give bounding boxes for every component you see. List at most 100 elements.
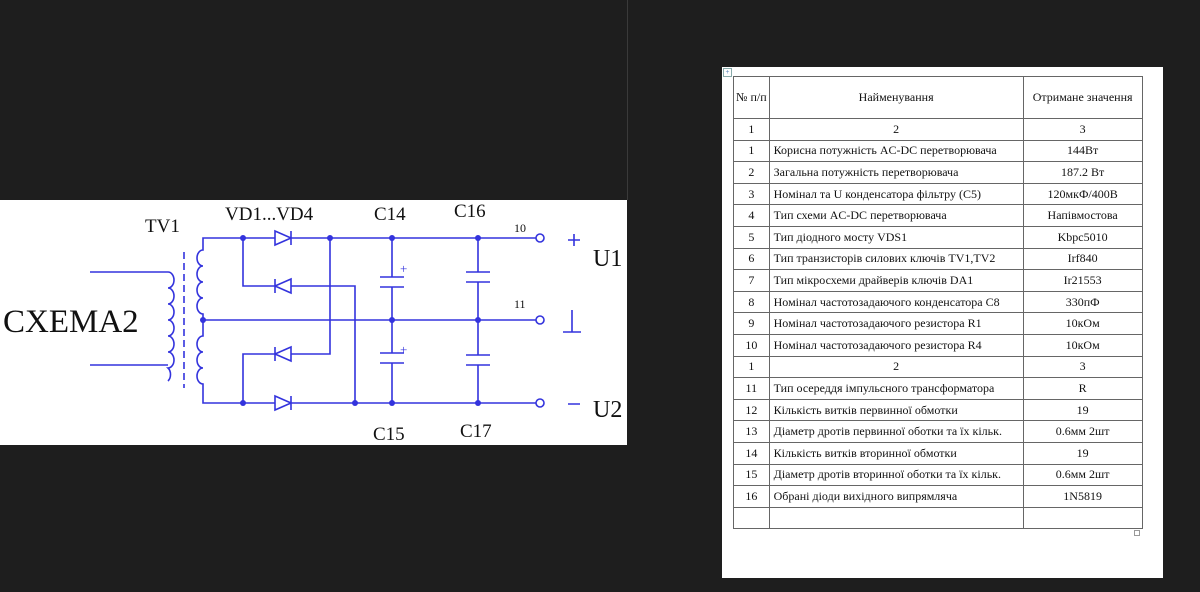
row-number: 7: [733, 269, 770, 292]
row-number: 16: [733, 485, 770, 508]
pin-10-label: 10: [514, 221, 526, 235]
row-name: Тип схеми AC-DC перетворювача: [768, 204, 1024, 227]
row-number: 5: [733, 225, 770, 249]
scheme-label: CXEMA2: [3, 304, 139, 340]
diode-icon: [274, 229, 293, 247]
row-number: 14: [733, 441, 770, 465]
row-number: 2: [733, 161, 770, 184]
c14-label: C14: [374, 204, 406, 225]
row-number: 1: [733, 139, 770, 163]
col-number: 2: [768, 355, 1024, 379]
empty-row: [733, 506, 1143, 530]
row-value: 1N5819: [1022, 485, 1143, 508]
header-num: № п/п: [733, 76, 770, 119]
row-value: 19: [1022, 398, 1143, 422]
table-move-handle-icon[interactable]: +: [723, 68, 732, 77]
terminal-11: [535, 315, 545, 325]
secondary-winding: [196, 237, 243, 404]
row-name: Діаметр дротів первинної оботки та їх кі…: [768, 420, 1024, 443]
row-name: Номінал частотозадаючого конденсатора C8: [768, 290, 1024, 314]
row-name: Номінал частотозадаючого резистора R1: [768, 312, 1024, 335]
row-value: 0.6мм 2шт: [1022, 420, 1143, 443]
electrolytic-caps: [380, 276, 404, 364]
junction-dots: [200, 235, 481, 406]
row-value: R: [1022, 377, 1143, 400]
diodes-label: VD1...VD4: [225, 204, 314, 225]
u2-label: U2: [593, 397, 622, 423]
column-number-row: 1 2 3: [733, 355, 1143, 379]
diodes: [273, 229, 545, 412]
row-name: Тип мікросхеми драйверів ключів DA1: [768, 269, 1024, 292]
row-name: Тип осереддя імпульсного трансформатора: [768, 377, 1024, 400]
col-number: 3: [1022, 118, 1143, 141]
row-name: Тип транзисторів силових ключів TV1,TV2: [768, 247, 1024, 271]
row-number: 4: [733, 204, 770, 227]
row-name: Діаметр дротів вторинної оботки та їх кі…: [768, 463, 1024, 487]
c15-plus: +: [400, 342, 407, 357]
primary-winding: [166, 271, 175, 382]
row-value: 120мкФ/400В: [1022, 182, 1143, 206]
polarity-marks: [563, 234, 581, 405]
results-table: № п/п Найменування Отримане значення 1 2…: [733, 76, 1143, 530]
row-value: 19: [1022, 441, 1143, 465]
diode-icon: [273, 277, 292, 295]
row-value: 10кОм: [1022, 312, 1143, 335]
c14-plus: +: [400, 261, 407, 276]
diode-icon: [274, 394, 293, 412]
col-number: 1: [733, 118, 770, 141]
row-number: 13: [733, 420, 770, 443]
row-name: Номінал та U конденсатора фільтру (C5): [768, 182, 1024, 206]
terminal-minus: [535, 398, 545, 408]
header-name: Найменування: [768, 76, 1024, 119]
table-header-row: № п/п Найменування Отримане значення: [733, 76, 1143, 119]
pin-11-label: 11: [514, 297, 526, 311]
row-name: Номінал частотозадаючого резистора R4: [768, 333, 1024, 357]
diode-icon: [273, 345, 292, 363]
header-value: Отримане значення: [1022, 76, 1143, 119]
row-number: 6: [733, 247, 770, 271]
row-value: Ir21553: [1022, 269, 1143, 292]
row-value: 144Вт: [1022, 139, 1143, 163]
empty-cell: [733, 506, 770, 530]
row-value: Kbpc5010: [1022, 225, 1143, 249]
table-resize-handle[interactable]: [1134, 530, 1140, 536]
row-name: Загальна потужність перетворювача: [768, 161, 1024, 184]
row-number: 11: [733, 377, 770, 400]
empty-cell: [1022, 506, 1143, 530]
row-number: 3: [733, 182, 770, 206]
row-value: 187.2 Вт: [1022, 161, 1143, 184]
document-page: + № п/п Найменування Отримане значення 1…: [722, 67, 1163, 578]
c16-label: C16: [454, 201, 486, 222]
film-caps: [466, 271, 490, 366]
transformer-label: TV1: [145, 216, 180, 237]
schematic-image: CXEMA2 TV1 VD1...VD4 C14 C16 C15 C17 10 …: [0, 200, 627, 445]
row-value: Напівмостова: [1022, 204, 1143, 227]
c17-label: C17: [460, 421, 492, 442]
col-number: 2: [768, 118, 1024, 141]
row-name: Кількість витків вторинної обмотки: [768, 441, 1024, 465]
rectifier-schematic: CXEMA2 TV1 VD1...VD4 C14 C16 C15 C17 10 …: [3, 201, 622, 445]
row-value: 10кОм: [1022, 333, 1143, 357]
empty-cell: [768, 506, 1024, 530]
row-name: Кількість витків первинної обмотки: [768, 398, 1024, 422]
row-value: 0.6мм 2шт: [1022, 463, 1143, 487]
row-number: 8: [733, 290, 770, 314]
wires: [90, 234, 581, 405]
terminal-10: [535, 233, 545, 243]
u1-label: U1: [593, 246, 622, 272]
row-number: 9: [733, 312, 770, 335]
window-divider: [627, 0, 628, 200]
row-name: Тип діодного мосту VDS1: [768, 225, 1024, 249]
